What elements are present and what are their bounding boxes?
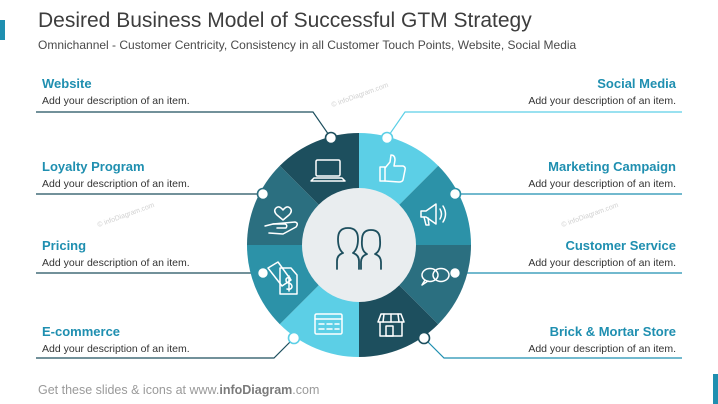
footer-suffix: .com xyxy=(292,383,320,397)
browser-window-icon xyxy=(314,313,343,335)
people-icon xyxy=(336,227,382,270)
dot-brick xyxy=(417,331,431,345)
item-heading: Website xyxy=(42,76,92,91)
item-description: Add your description of an item. xyxy=(42,95,190,107)
thumbs-up-icon xyxy=(379,154,406,183)
connector-lines-right xyxy=(386,111,682,139)
laptop-icon xyxy=(310,159,346,182)
item-ecommerce: E-commerce Add your description of an it… xyxy=(42,324,302,355)
wheel xyxy=(247,132,471,357)
dot-customer xyxy=(448,266,462,280)
dot-marketing xyxy=(448,187,462,201)
connector-website xyxy=(36,111,332,139)
price-tag-icon xyxy=(267,261,298,295)
footer-brand: infoDiagram xyxy=(219,383,293,397)
connector-brick xyxy=(423,337,682,359)
connector-social xyxy=(386,111,682,139)
dot-website xyxy=(324,131,338,145)
item-description: Add your description of an item. xyxy=(42,178,190,190)
item-description: Add your description of an item. xyxy=(528,95,676,107)
item-heading: Brick & Mortar Store xyxy=(549,324,676,339)
item-description: Add your description of an item. xyxy=(42,257,190,269)
connector-dots xyxy=(256,131,462,345)
item-description: Add your description of an item. xyxy=(42,343,190,355)
right-accent-bar xyxy=(713,374,718,404)
megaphone-icon xyxy=(420,203,447,226)
connector-lines xyxy=(36,111,332,359)
item-heading: Customer Service xyxy=(565,238,676,253)
item-heading: Social Media xyxy=(597,76,676,91)
footer-prefix: Get these slides & icons at www. xyxy=(38,383,220,397)
item-description: Add your description of an item. xyxy=(528,178,676,190)
item-social-media: Social Media Add your description of an … xyxy=(416,76,676,107)
item-brick-mortar-store: Brick & Mortar Store Add your descriptio… xyxy=(416,324,676,355)
item-description: Add your description of an item. xyxy=(528,343,676,355)
left-accent-bar xyxy=(0,20,5,40)
store-icon xyxy=(377,313,405,337)
item-heading: E-commerce xyxy=(42,324,121,339)
item-loyalty-program: Loyalty Program Add your description of … xyxy=(42,159,302,190)
item-heading: Pricing xyxy=(42,238,87,253)
item-pricing: Pricing Add your description of an item. xyxy=(42,238,302,269)
connector-ecommerce xyxy=(36,337,295,359)
dot-loyalty xyxy=(256,187,270,201)
dot-pricing xyxy=(256,266,270,280)
item-customer-service: Customer Service Add your description of… xyxy=(416,238,676,269)
footer-credit: Get these slides & icons at www.infoDiag… xyxy=(38,383,319,397)
item-description: Add your description of an item. xyxy=(528,257,676,269)
hand-heart-icon xyxy=(264,206,299,235)
item-website: Website Add your description of an item. xyxy=(42,76,302,107)
dot-social xyxy=(380,131,394,145)
dot-ecommerce xyxy=(287,331,301,345)
item-heading: Loyalty Program xyxy=(42,159,145,174)
item-heading: Marketing Campaign xyxy=(548,159,676,174)
center-circle xyxy=(302,188,416,302)
page-title: Desired Business Model of Successful GTM… xyxy=(38,9,532,32)
item-marketing-campaign: Marketing Campaign Add your description … xyxy=(416,159,676,190)
chat-bubbles-icon xyxy=(421,267,450,286)
page-subtitle: Omnichannel - Customer Centricity, Consi… xyxy=(38,38,577,52)
